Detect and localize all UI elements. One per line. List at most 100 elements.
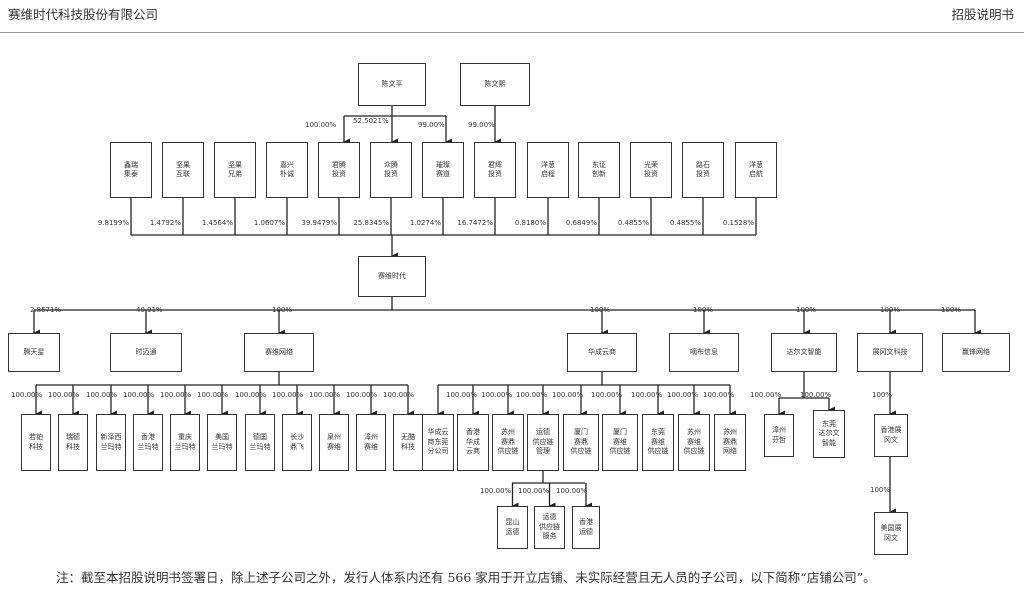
subsidiary-box: 展冈文科技 <box>857 333 923 372</box>
network-sub-pct: 100.00% <box>272 391 304 399</box>
shareholder-pct: 1.4792% <box>149 219 181 227</box>
cloud-sub-pct: 100.00% <box>667 391 699 399</box>
subsidiary-pct: 2.8571% <box>30 306 62 314</box>
network-sub-box: 瑞德 科技 <box>58 414 88 471</box>
cloud-sub-pct: 100.00% <box>703 391 735 399</box>
network-sub-pct: 100.00% <box>346 391 378 399</box>
shareholder-pct: 9.8199% <box>97 219 129 227</box>
cloud-sub-pct: 100.00% <box>631 391 663 399</box>
network-sub-box: 美国 兰玛特 <box>207 414 237 471</box>
cloud-sub-box: 苏州 赛维 供应链 <box>678 414 710 471</box>
shareholder-box: 璀璨 赛道 <box>422 142 464 198</box>
shareholder-pct: 1.0274% <box>409 219 441 227</box>
footnote: 注：截至本招股说明书签署日，除上述子公司之外，发行人体系内还有 566 家用于开… <box>56 570 876 585</box>
header-company: 赛维时代科技股份有限公司 <box>8 7 159 22</box>
hk-sub-box: 香港展 冈文 <box>874 414 908 457</box>
network-sub-box: 香港 兰玛特 <box>133 414 163 471</box>
header-divider <box>0 32 1024 33</box>
network-sub-box: 德国 兰玛特 <box>245 414 275 471</box>
holder-pct-label: 99.00% <box>468 121 495 129</box>
header-doc-type: 招股说明书 <box>951 7 1014 22</box>
network-sub-box: 新泽西 兰玛特 <box>96 414 126 471</box>
shareholder-pct: 25.8345% <box>353 219 389 227</box>
subsidiary-box: 时迈通 <box>110 333 182 372</box>
network-sub-pct: 100.00% <box>309 391 341 399</box>
cloud-sub-pct: 100.00% <box>516 391 548 399</box>
darwin-sub-box: 东莞 达尔文 智能 <box>813 410 845 458</box>
cloud-sub-box: 苏州 赛鼎 网络 <box>714 414 746 471</box>
network-sub-box: 泉州 赛维 <box>319 414 349 471</box>
network-sub-box: 漳州 赛维 <box>356 414 386 471</box>
yunde-sub-pct: 100.00% <box>556 487 588 495</box>
network-sub-pct: 100.00% <box>383 391 415 399</box>
shareholder-box: 路石 投资 <box>682 142 724 198</box>
subsidiary-pct: 100% <box>590 306 611 314</box>
shareholder-pct: 39.9479% <box>301 219 337 227</box>
cloud-sub-box: 东莞 赛维 供应链 <box>642 414 674 471</box>
yunde-sub-pct: 100.00% <box>518 487 550 495</box>
shareholder-box: 众腾 投资 <box>370 142 412 198</box>
holder-pct-label: 52.5021% <box>353 117 389 125</box>
cloud-sub-box: 运德 供应链 管理 <box>527 414 559 471</box>
cloud-sub-box: 华成云 商东莞 分公司 <box>422 414 454 471</box>
subsidiary-box: 嘀布信息 <box>669 333 739 372</box>
shareholder-box: 坚果 互联 <box>162 142 204 198</box>
subsidiary-box: 赛维网络 <box>244 333 314 372</box>
darwin-sub-pct: 100.00% <box>800 391 832 399</box>
network-sub-pct: 100.00% <box>197 391 229 399</box>
holder-pct-label: 99.00% <box>418 121 445 129</box>
shareholder-pct: 1.0607% <box>253 219 285 227</box>
subsidiary-box: 华成云商 <box>567 333 637 372</box>
holder-pct-label: 100.00% <box>305 121 337 129</box>
cloud-sub-pct: 100.00% <box>591 391 623 399</box>
chain-pct: 100% <box>870 486 891 494</box>
cloud-sub-pct: 100.00% <box>481 391 513 399</box>
network-sub-box: 若铂 科技 <box>21 414 51 471</box>
shareholder-box: 鑫瑞 集泰 <box>110 142 152 198</box>
network-sub-box: 长沙 鼎飞 <box>282 414 312 471</box>
network-sub-pct: 100.00% <box>11 391 43 399</box>
cloud-sub-pct: 100.00% <box>552 391 584 399</box>
shareholder-pct: 0.4855% <box>669 219 701 227</box>
shareholder-pct: 0.1528% <box>722 219 754 227</box>
shareholder-box: 嘉兴 朴诚 <box>266 142 308 198</box>
subsidiary-box: 达尔文智能 <box>771 333 837 372</box>
chain-pct: 100% <box>872 391 893 399</box>
network-sub-pct: 100.00% <box>160 391 192 399</box>
yunde-sub-box: 香港 运德 <box>572 506 600 549</box>
cloud-sub-pct: 100.00% <box>446 391 478 399</box>
shareholder-box: 君辉 投资 <box>474 142 516 198</box>
shareholder-pct: 16.7472% <box>457 219 493 227</box>
cloud-sub-box: 厦门 赛维 供应链 <box>602 414 638 471</box>
shareholder-pct: 0.4855% <box>617 219 649 227</box>
subsidiary-box: 腾天星 <box>8 333 60 372</box>
shareholder-box: 坚果 兄弟 <box>214 142 256 198</box>
subsidiary-pct: 100% <box>941 306 962 314</box>
us-sub-box: 美国展 冈文 <box>874 512 908 555</box>
cloud-sub-box: 苏州 赛鼎 供应链 <box>492 414 524 471</box>
holder-chen-wenxi: 陈文熙 <box>460 63 530 106</box>
shareholder-box: 光荣 投资 <box>630 142 672 198</box>
subsidiary-pct: 40.91% <box>136 306 163 314</box>
subsidiary-pct: 100% <box>272 306 293 314</box>
shareholder-pct: 1.4564% <box>201 219 233 227</box>
subsidiary-pct: 100% <box>796 306 817 314</box>
network-sub-box: 重庆 兰玛特 <box>170 414 200 471</box>
cloud-sub-box: 厦门 赛鼎 供应链 <box>563 414 599 471</box>
holder-chen-wenping: 陈文平 <box>358 63 426 106</box>
shareholder-pct: 0.8180% <box>514 219 546 227</box>
network-sub-pct: 100.00% <box>123 391 155 399</box>
network-sub-box: 无酷 科技 <box>393 414 423 471</box>
yunde-sub-box: 运德 供应链 服务 <box>534 506 565 549</box>
shareholder-box: 洋葱 启航 <box>735 142 777 198</box>
shareholder-pct: 0.6849% <box>565 219 597 227</box>
company-box: 赛维时代 <box>358 256 426 297</box>
network-sub-pct: 100.00% <box>48 391 80 399</box>
subsidiary-pct: 100% <box>693 306 714 314</box>
cloud-sub-box: 香港 华成 云商 <box>457 414 489 471</box>
shareholder-box: 洋葱 启程 <box>527 142 569 198</box>
darwin-sub-pct: 100.00% <box>750 391 782 399</box>
network-sub-pct: 100.00% <box>86 391 118 399</box>
yunde-sub-pct: 100.00% <box>480 487 512 495</box>
